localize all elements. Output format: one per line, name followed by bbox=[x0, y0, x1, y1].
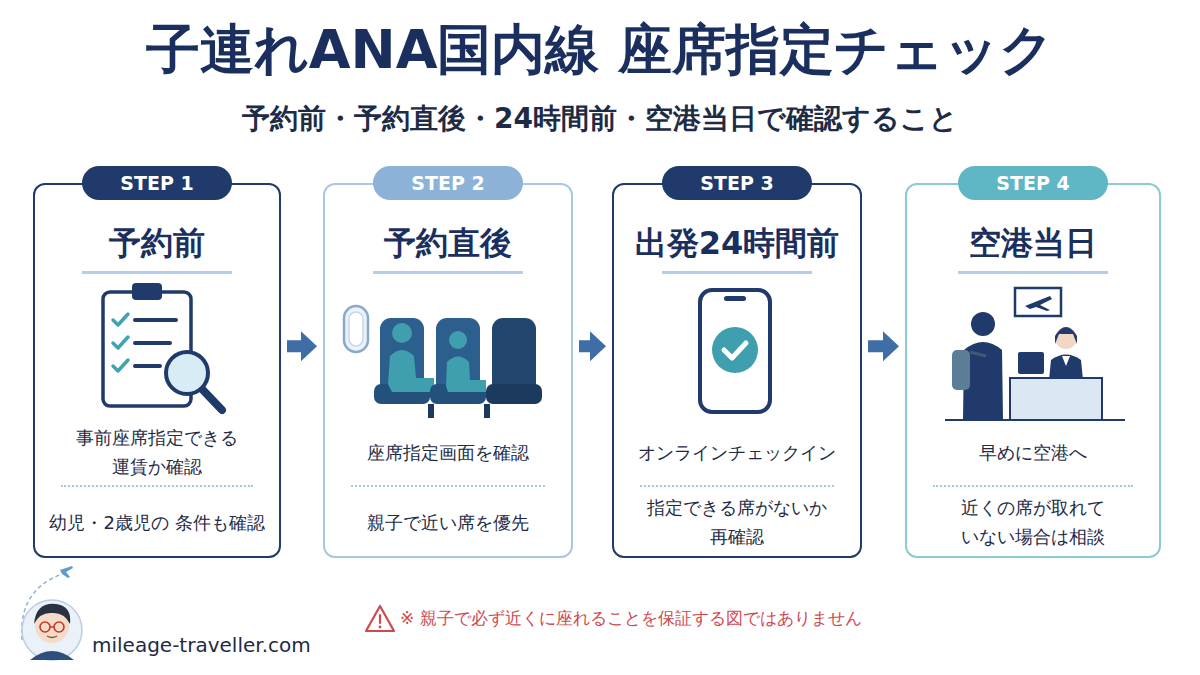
dotted-divider bbox=[61, 485, 253, 487]
avatar-logo bbox=[22, 566, 82, 660]
step-text: 近くの席が取れて いない場合は相談 bbox=[925, 493, 1141, 551]
step-text: 早めに空港へ bbox=[979, 438, 1087, 467]
heading-underline bbox=[373, 271, 523, 274]
step-heading: 出発24時間前 bbox=[614, 219, 860, 267]
icon-shape bbox=[47, 636, 57, 638]
icon-shape bbox=[34, 604, 70, 624]
icon-shape bbox=[54, 622, 64, 632]
heading-underline bbox=[82, 271, 232, 274]
step-text: 座席指定画面を確認 bbox=[367, 438, 529, 467]
site-logo-text: mileage-traveller.com bbox=[92, 629, 311, 661]
icon-shape bbox=[50, 626, 54, 627]
diagram-title: 子連れANA国内線 座席指定チェック bbox=[0, 12, 1200, 88]
icon-shape bbox=[60, 566, 73, 578]
step-heading: 予約前 bbox=[35, 219, 279, 267]
icon-shape bbox=[22, 600, 82, 660]
step-card: STEP 2予約直後座席指定画面を確認親子で近い席を優先 bbox=[323, 183, 573, 558]
warning-icon bbox=[366, 606, 394, 631]
icon-shape bbox=[35, 609, 69, 643]
icon-shape bbox=[366, 606, 394, 631]
arrow-shape bbox=[287, 331, 317, 361]
heading-underline bbox=[958, 271, 1108, 274]
step-text: 幼児・2歳児の 条件も確認 bbox=[49, 508, 264, 537]
heading-underline bbox=[662, 271, 812, 274]
text-area: 指定できる席がないか 再確認 bbox=[629, 491, 845, 553]
icon-shape bbox=[40, 622, 50, 632]
step-pill: STEP 3 bbox=[662, 166, 812, 200]
step-card: STEP 3出発24時間前オンラインチェックイン指定できる席がないか 再確認 bbox=[612, 183, 862, 558]
text-area: 幼児・2歳児の 条件も確認 bbox=[49, 491, 265, 553]
disclaimer-note: ※ 親子で必ず近くに座れることを保証する図ではありません bbox=[400, 604, 862, 632]
text-area: 親子で近い席を優先 bbox=[340, 491, 556, 553]
step-text: 親子で近い席を優先 bbox=[367, 508, 529, 537]
step-card: STEP 1予約前事前座席指定できる 運賃か確認幼児・2歳児の 条件も確認 bbox=[33, 183, 281, 558]
step-text: 指定できる席がないか 再確認 bbox=[629, 493, 845, 551]
step-text: オンラインチェックイン bbox=[638, 438, 836, 467]
icon-shape bbox=[22, 574, 62, 640]
diagram-subtitle: 予約前・予約直後・24時間前・空港当日で確認すること bbox=[0, 98, 1200, 140]
step-pill: STEP 4 bbox=[958, 166, 1108, 200]
dotted-divider bbox=[351, 485, 545, 487]
icon-shape bbox=[30, 651, 74, 660]
icon-shape bbox=[379, 626, 382, 629]
step-pill: STEP 1 bbox=[82, 166, 232, 200]
text-area: 座席指定画面を確認 bbox=[340, 421, 556, 483]
step-heading: 空港当日 bbox=[907, 219, 1159, 267]
flow-arrow bbox=[579, 331, 606, 361]
flow-arrow bbox=[287, 331, 317, 361]
arrow-shape bbox=[868, 331, 899, 361]
text-area: 事前座席指定できる 運賃か確認 bbox=[49, 421, 265, 483]
text-area: オンラインチェックイン bbox=[629, 421, 845, 483]
step-card: STEP 4空港当日早めに空港へ近くの席が取れて いない場合は相談 bbox=[905, 183, 1161, 558]
step-pill: STEP 2 bbox=[373, 166, 523, 200]
icon-shape bbox=[379, 615, 381, 623]
text-area: 近くの席が取れて いない場合は相談 bbox=[925, 491, 1141, 553]
step-heading: 予約直後 bbox=[325, 219, 571, 267]
dotted-divider bbox=[933, 485, 1133, 487]
flow-arrow bbox=[868, 331, 899, 361]
step-text: 事前座席指定できる 運賃か確認 bbox=[49, 423, 265, 481]
text-area: 早めに空港へ bbox=[925, 421, 1141, 483]
dotted-divider bbox=[640, 485, 834, 487]
arrow-shape bbox=[579, 331, 606, 361]
